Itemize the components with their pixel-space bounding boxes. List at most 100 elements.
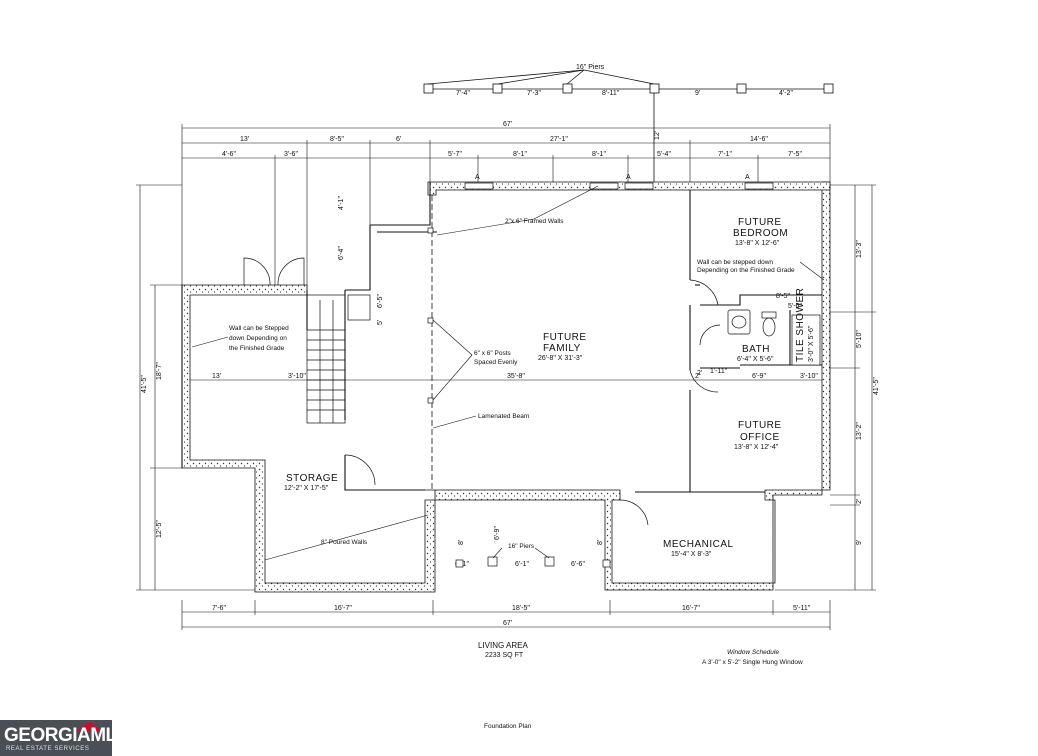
dim-text: 9' (856, 540, 863, 545)
dim-text: 2' (856, 499, 863, 504)
note-stepped-right-2: Depending on the Finished Grade (697, 267, 795, 274)
storage-name: STORAGE (286, 473, 338, 484)
dim-text: 41'-5" (873, 377, 880, 395)
pier-row (423, 69, 834, 182)
office-size: 13'-8" X 12'-4" (734, 444, 779, 451)
living-area-title: LIVING AREA (478, 641, 528, 650)
dim-text: 6' (396, 136, 401, 143)
dim-text: 13'-3" (856, 240, 863, 258)
dim-text: 16'-7" (682, 605, 700, 612)
office-name-2: OFFICE (740, 432, 780, 443)
pier-spacing-2: 7'-3" (527, 90, 541, 97)
dim-text: 35'-8" (507, 373, 525, 380)
shower-size: 3'-0" X 5'-6" (808, 325, 815, 362)
poured-walls (181, 181, 831, 593)
note-poured: 8" Poured Walls (321, 539, 368, 546)
bath-size: 6'-4" X 5'-6" (737, 356, 774, 363)
overall-top-dim: 67' (503, 121, 512, 128)
dim-text: 6'-1" (515, 561, 529, 568)
dim-text: 5'-6" (788, 303, 802, 310)
dim-text: 8' (458, 540, 465, 545)
dim-text: 7'-1" (718, 151, 732, 158)
dim-text: 6'-6" (571, 561, 585, 568)
logo-name: GEORGIAMLS (4, 725, 129, 746)
dim-text: 8'-5" (330, 136, 344, 143)
dim-text: 12' (654, 131, 661, 140)
dimension-lines (136, 124, 876, 630)
dim-text: 12'-5" (156, 520, 163, 538)
dim-text: 1'-11" (710, 368, 728, 375)
bedroom-name-1: FUTURE (738, 217, 782, 228)
dim-text: 7'-6" (212, 605, 226, 612)
dim-text: 6'-9" (752, 373, 766, 380)
shower-name: TILE SHOWER (795, 288, 806, 362)
storage-size: 12'-2" X 17'-5" (284, 485, 329, 492)
office-name-1: FUTURE (738, 420, 782, 431)
note-stepped-right-1: Wall can be stepped down (697, 259, 773, 266)
stairs (306, 294, 371, 424)
dim-text: 3'-10" (288, 373, 306, 380)
family-name-1: FUTURE (543, 332, 587, 343)
window-schedule-title: Window Schedule (727, 649, 779, 656)
window-tag-1: A (475, 174, 480, 181)
note-stepped-left-1: Wall can be Stepped (229, 325, 289, 332)
dim-text: 8'-1" (513, 151, 527, 158)
note-stepped-left-2: down Depending on (229, 335, 287, 342)
logo-tagline: REAL ESTATE SERVICES (6, 746, 90, 752)
dim-text: 8' (597, 540, 604, 545)
roof-icon (76, 722, 104, 732)
window-tag-2: A (626, 174, 631, 181)
living-area-value: 2233 SQ FT (485, 652, 524, 659)
dim-text: 8'-1" (592, 151, 606, 158)
note-posts-1: 6" x 6" Posts (474, 350, 512, 357)
overall-bottom-dim: 67' (503, 620, 512, 627)
dim-text: 5'-10" (856, 330, 863, 348)
pier-spacing-4: 9' (695, 90, 700, 97)
mechanical-name: MECHANICAL (663, 539, 734, 550)
dim-text: 2' (697, 370, 702, 377)
dim-text: 16'-7" (334, 605, 352, 612)
dim-text: 13' (240, 136, 249, 143)
bedroom-size: 13'-8" X 12'-6" (735, 240, 780, 247)
dim-text: 5'-11" (793, 605, 811, 612)
dim-text: 13'-2" (856, 422, 863, 440)
dim-text: 4'-6" (222, 151, 236, 158)
windows (464, 182, 774, 190)
family-name-2: FAMILY (543, 343, 581, 354)
note-beam: Lamenated Beam (478, 413, 529, 420)
window-tag-3: A (745, 174, 750, 181)
dim-text: 3'-6" (284, 151, 298, 158)
doors (243, 257, 721, 526)
dim-text: 18'-7" (156, 362, 163, 380)
pier-spacing-5: 4'-2" (779, 90, 793, 97)
dim-text: 6'-9" (494, 526, 501, 540)
dim-text: 13' (212, 373, 221, 380)
dim-text: 7'-5" (788, 151, 802, 158)
bath-name: BATH (742, 344, 770, 355)
posts (427, 227, 611, 568)
dim-text: 6'-4" (338, 246, 345, 260)
dim-text: 5' (377, 320, 384, 325)
pier-spacing-1: 7'-4" (456, 90, 470, 97)
dim-text: 8'-5" (776, 293, 790, 300)
family-size: 26'-8" X 31'-3" (538, 355, 583, 362)
note-stepped-left-3: the Finished Grade (229, 345, 285, 352)
dim-text: 14'-6" (750, 136, 768, 143)
dim-text: 18'-5" (512, 605, 530, 612)
window-schedule-item: A 3'-0" x 5'-2" Single Hung Window (702, 659, 803, 666)
dim-text: 2' (695, 373, 700, 380)
pier-spacing-3: 8'-11" (602, 90, 620, 97)
dim-text: 41'-5" (141, 375, 148, 393)
leader-lines (191, 185, 825, 561)
dim-text: 6'-5" (377, 294, 384, 308)
note-posts-2: Spaced Evenly (474, 359, 518, 366)
page-title: Foundation Plan (484, 723, 532, 730)
note-framed-walls: 2"x 6" Framed Walls (505, 218, 564, 225)
dim-text: 27'-1" (550, 136, 568, 143)
bath-fixtures (727, 309, 821, 366)
georgia-mls-logo: GEORGIAMLS REAL ESTATE SERVICES (0, 720, 129, 756)
note-piers-lower: 16" Piers (508, 543, 535, 550)
dim-text: 4'-1" (338, 196, 345, 210)
dim-text: 5'-7" (448, 151, 462, 158)
